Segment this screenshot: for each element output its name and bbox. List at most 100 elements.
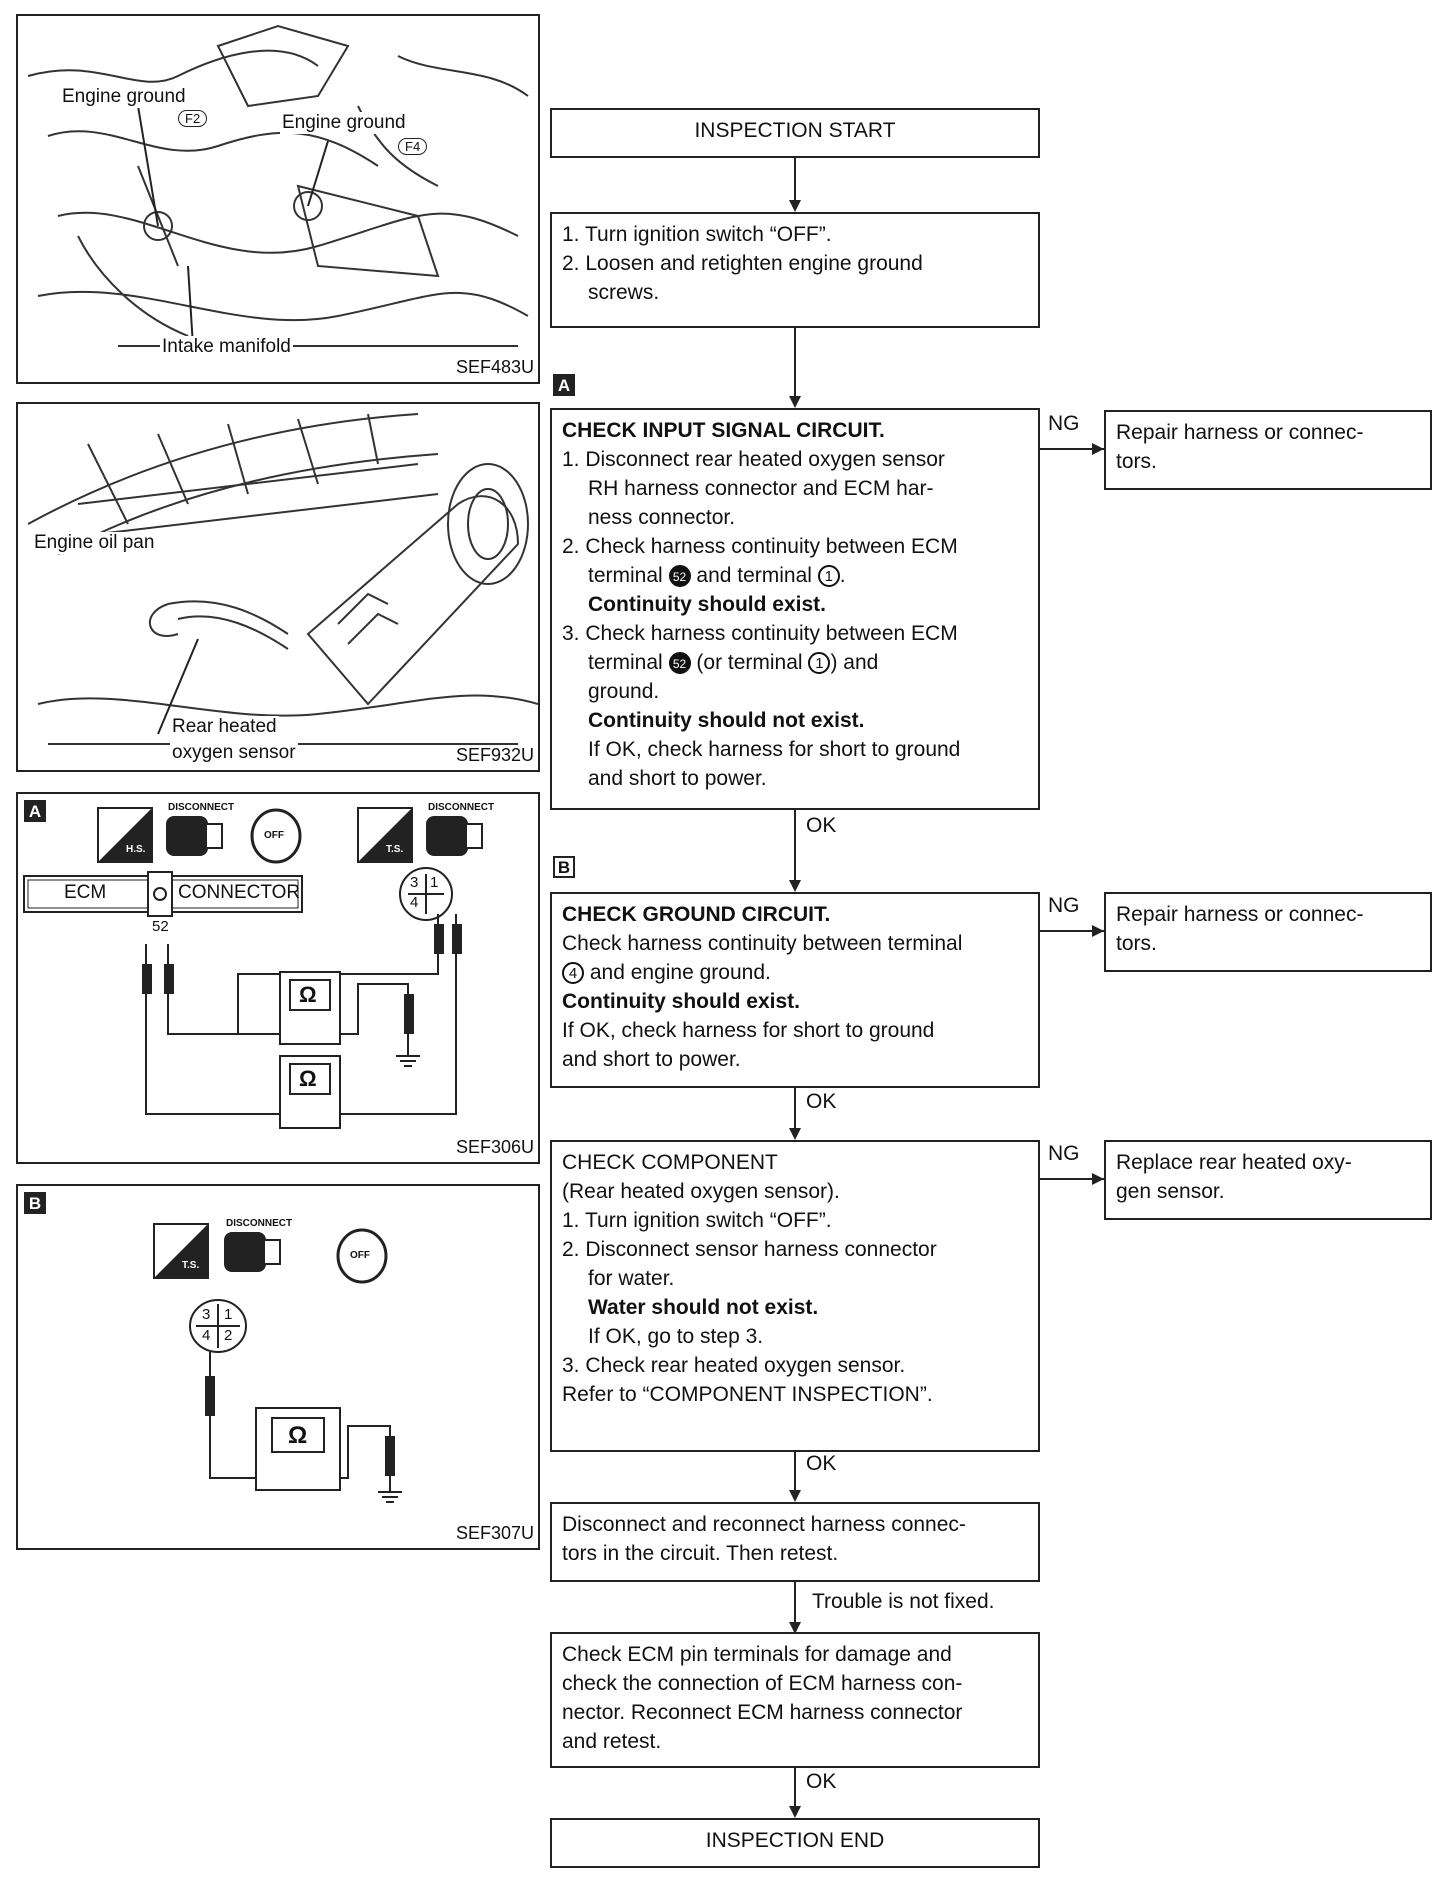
- trouble-not-fixed-label: Trouble is not fixed.: [812, 1590, 995, 1613]
- oxygen-sensor-illustration: [27, 413, 538, 745]
- connector-line: [1040, 930, 1104, 932]
- repair-a-l2: tors.: [1116, 450, 1157, 473]
- step1-box: 1. Turn ignition switch “OFF”. 2. Loosen…: [550, 212, 1040, 328]
- connector-line: [794, 810, 796, 882]
- step1-line3: screws.: [588, 281, 660, 304]
- arrow-right: [1092, 1173, 1104, 1185]
- check-a-title: CHECK INPUT SIGNAL CIRCUIT.: [562, 419, 885, 442]
- check-c-l7: 3. Check rear heated oxygen sensor.: [562, 1354, 906, 1377]
- pin-3: 3: [202, 1306, 211, 1323]
- pin-1: 1: [224, 1306, 233, 1323]
- figure-a-input-circuit: A: [16, 792, 540, 1164]
- ohm-meter: Ω: [288, 1422, 308, 1449]
- circuit-diagram-b: [153, 1223, 402, 1503]
- ok-label: OK: [806, 814, 837, 837]
- check-c-l5: Water should not exist.: [588, 1296, 819, 1319]
- label-engine-oil-pan: Engine oil pan: [32, 532, 157, 554]
- section-tag-a: A: [24, 800, 46, 822]
- terminal-1-symbol: 1: [817, 565, 840, 588]
- check-b-l3: Continuity should exist.: [562, 990, 801, 1013]
- label-engine-ground-1: Engine ground: [60, 86, 188, 108]
- section-tag-a: A: [553, 374, 575, 396]
- connector-line: [794, 158, 796, 202]
- icon-hs-label: H.S.: [126, 844, 146, 855]
- pin-3: 3: [410, 874, 419, 891]
- check-b-l1: Check harness continuity between termina…: [562, 932, 963, 955]
- repair-b-l1: Repair harness or connec-: [1116, 903, 1364, 926]
- terminal-52-label: 52: [152, 918, 169, 935]
- check-c-l1: (Rear heated oxygen sensor).: [562, 1180, 840, 1203]
- reconnect-box: Disconnect and reconnect harness connec-…: [550, 1502, 1040, 1582]
- check-a-l10: Continuity should not exist.: [588, 709, 865, 732]
- connector-line: [794, 1088, 796, 1130]
- check-c-l3: 2. Disconnect sensor harness connector: [562, 1238, 937, 1261]
- icon-ts-label: T.S.: [386, 844, 404, 855]
- connector-line: [794, 1452, 796, 1492]
- figure-oxygen-sensor: Engine oil pan Rear heated oxygen sensor…: [16, 402, 540, 772]
- figure-code: SEF307U: [455, 1523, 534, 1543]
- check-c-l8: Refer to “COMPONENT INSPECTION”.: [562, 1383, 933, 1406]
- label-engine-ground-2: Engine ground: [280, 112, 408, 134]
- ohm-meter-1: Ω: [299, 982, 317, 1007]
- ng-label: NG: [1048, 412, 1080, 435]
- pin-2: 2: [224, 1327, 233, 1344]
- connector-label: CONNECTOR: [178, 882, 301, 903]
- check-component-box: CHECK COMPONENT (Rear heated oxygen sens…: [550, 1140, 1040, 1452]
- icon-disconnect-label: DISCONNECT: [428, 802, 495, 813]
- arrow-down: [789, 1128, 801, 1140]
- arrow-down: [789, 200, 801, 212]
- engine-ground-illustration: [27, 24, 529, 347]
- connector-line: [794, 1582, 796, 1624]
- figure-code: SEF306U: [455, 1137, 534, 1157]
- check-a-l5: terminal 52 and terminal 1.: [588, 564, 846, 588]
- inspection-end-box: INSPECTION END: [550, 1818, 1040, 1868]
- check-b-l4: If OK, check harness for short to ground: [562, 1019, 935, 1042]
- arrow-right: [1092, 443, 1104, 455]
- ecm-check-l1: Check ECM pin terminals for damage and: [562, 1643, 952, 1666]
- inspection-start-box: INSPECTION START: [550, 108, 1040, 158]
- ok-label: OK: [806, 1770, 837, 1793]
- ecm-label: ECM: [64, 882, 107, 903]
- connector-line: [794, 1768, 796, 1808]
- label-rear-heated: Rear heated: [170, 716, 279, 738]
- arrow-right: [1092, 925, 1104, 937]
- circuit-diagram-a: [23, 807, 483, 1129]
- check-b-title: CHECK GROUND CIRCUIT.: [562, 903, 831, 926]
- check-a-l1: 1. Disconnect rear heated oxygen sensor: [562, 448, 945, 471]
- step1-line2: 2. Loosen and retighten engine ground: [562, 252, 923, 275]
- ecm-check-l2: check the connection of ECM harness con-: [562, 1672, 963, 1695]
- check-c-l2: 1. Turn ignition switch “OFF”.: [562, 1209, 832, 1232]
- check-a-l7: 3. Check harness continuity between ECM: [562, 622, 958, 645]
- repair-a-box: Repair harness or connec- tors.: [1104, 410, 1432, 490]
- section-tag-b: B: [553, 856, 575, 878]
- terminal-4-symbol: 4: [562, 962, 584, 985]
- figure-code: SEF483U: [455, 357, 534, 377]
- repair-b-box: Repair harness or connec- tors.: [1104, 892, 1432, 972]
- icon-disconnect-label: DISCONNECT: [168, 802, 235, 813]
- replace-c-l1: Replace rear heated oxy-: [1116, 1151, 1352, 1174]
- check-a-l5b: and terminal: [696, 564, 812, 587]
- ecm-check-box: Check ECM pin terminals for damage and c…: [550, 1632, 1040, 1768]
- ng-label: NG: [1048, 894, 1080, 917]
- check-a-l8c: ) and: [830, 651, 879, 674]
- check-b-l2-text: and engine ground.: [589, 961, 771, 984]
- repair-b-l2: tors.: [1116, 932, 1157, 955]
- check-a-l5a: terminal: [588, 564, 663, 587]
- replace-sensor-box: Replace rear heated oxy- gen sensor.: [1104, 1140, 1432, 1220]
- reconnect-l2: tors in the circuit. Then retest.: [562, 1542, 839, 1565]
- check-a-l4: 2. Check harness continuity between ECM: [562, 535, 958, 558]
- terminal-1-symbol: 1: [808, 652, 831, 675]
- check-a-l8a: terminal: [588, 651, 663, 674]
- pin-1: 1: [430, 874, 439, 891]
- tag-f2: F2: [178, 110, 208, 127]
- connector-line: [1040, 448, 1104, 450]
- connector-line: [794, 328, 796, 398]
- figure-b-ground-circuit: B T.S. DISCONNECT OFF 3 1 4 2 Ω SEF307U: [16, 1184, 540, 1550]
- ng-label: NG: [1048, 1142, 1080, 1165]
- arrow-down: [789, 1806, 801, 1818]
- icon-ts-label: T.S.: [182, 1260, 200, 1271]
- ok-label: OK: [806, 1090, 837, 1113]
- check-a-l9: ground.: [588, 680, 660, 703]
- ok-label: OK: [806, 1452, 837, 1475]
- check-b-l2: 4 and engine ground.: [562, 958, 1028, 987]
